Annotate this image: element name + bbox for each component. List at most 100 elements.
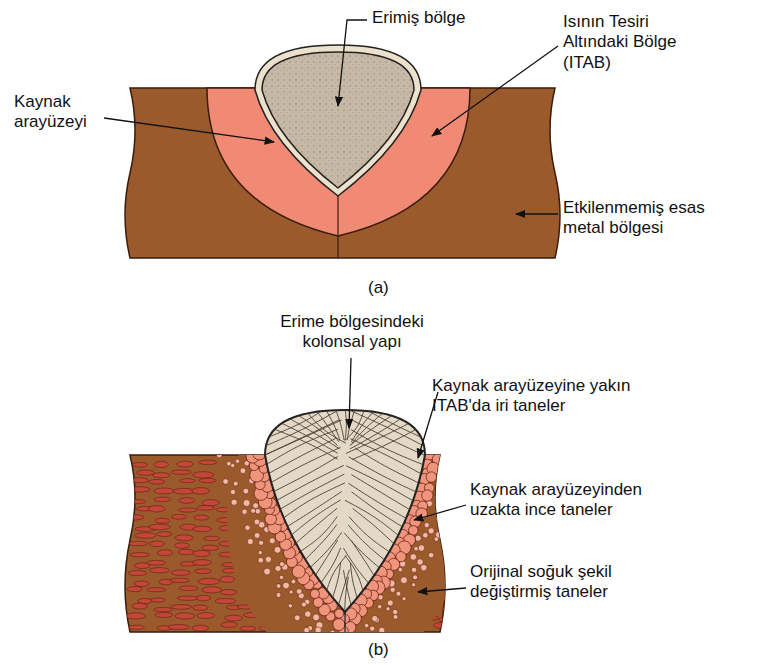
leader-line: [414, 505, 466, 520]
fine-grain: [220, 399, 224, 403]
elongated-grain: [149, 568, 169, 573]
fine-grain: [353, 647, 360, 654]
fine-grain: [344, 658, 349, 663]
coarse-grain: [426, 472, 436, 482]
elongated-grain: [204, 536, 220, 540]
fine-grain: [414, 378, 420, 384]
elongated-grain: [155, 518, 170, 523]
fine-grain: [235, 403, 240, 408]
fine-grain: [419, 390, 425, 396]
coarse-grain: [405, 397, 419, 411]
elongated-grain: [150, 598, 165, 602]
fine-grain: [466, 454, 472, 460]
elongated-grain: [225, 615, 243, 621]
fine-grain: [317, 353, 323, 359]
columnar-grain-boundary: [339, 570, 350, 605]
columnar-grain-boundary: [348, 483, 406, 518]
coarse-grain: [368, 389, 382, 403]
columnar-grain-boundary: [351, 475, 409, 510]
coarse-grain: [284, 394, 297, 407]
elongated-grain: [132, 478, 148, 483]
coarse-grain: [259, 407, 272, 420]
elongated-grain: [178, 549, 194, 554]
coarse-grain: [350, 398, 360, 408]
elongated-grain: [128, 571, 146, 576]
callout-label: Kaynak arayüzeyinden uzakta ince taneler: [470, 480, 660, 521]
fusion-zone: [265, 410, 425, 612]
fine-grain: [413, 575, 418, 580]
fine-grain: [387, 385, 391, 389]
fine-grain: [365, 633, 370, 638]
coarse-grain: [244, 430, 258, 444]
fine-grain: [308, 632, 312, 636]
elongated-grain: [149, 479, 165, 484]
elongated-grain: [154, 607, 173, 611]
coarse-grain: [266, 416, 277, 427]
elongated-grain: [149, 524, 170, 530]
fine-grain: [227, 389, 232, 394]
elongated-grain: [171, 514, 186, 519]
leader-line: [516, 213, 558, 214]
columnar-grain-boundary: [347, 410, 354, 440]
fine-grain: [434, 537, 439, 542]
elongated-grain: [128, 541, 147, 545]
elongated-grain: [193, 526, 212, 531]
fine-grain: [386, 607, 390, 611]
columnar-grain-boundary: [290, 419, 340, 449]
fine-grain: [294, 615, 300, 621]
fine-grain: [341, 368, 347, 374]
fine-grain: [370, 626, 375, 631]
elongated-grain: [154, 488, 174, 494]
fine-grain: [228, 428, 233, 433]
fine-grain: [351, 653, 357, 659]
elongated-grain: [446, 562, 461, 567]
fine-grain: [438, 470, 445, 477]
callout-label: Kaynak arayüzeyine yakın ITAB'da iri tan…: [432, 376, 654, 417]
coarse-grain: [245, 443, 255, 453]
fine-grain: [274, 546, 281, 553]
fine-grain: [330, 648, 335, 653]
fine-grain: [258, 551, 262, 555]
coarse-grain: [380, 392, 391, 403]
coarse-grain: [399, 395, 410, 406]
elongated-grain: [128, 625, 144, 629]
fine-grain: [364, 623, 368, 627]
weld-section-a: [125, 45, 560, 258]
fine-grain: [442, 495, 449, 502]
columnar-grain-boundary: [350, 563, 357, 598]
fine-grain: [357, 662, 361, 665]
fine-grain: [458, 449, 464, 455]
fine-grain: [470, 442, 476, 448]
center-line: [337, 188, 338, 258]
elongated-grain: [128, 487, 150, 492]
leader-line: [104, 118, 274, 142]
coarse-grain: [299, 402, 310, 413]
fine-grain: [410, 554, 416, 560]
fine-grain: [247, 409, 253, 415]
fine-grain: [443, 515, 448, 520]
columnar-grain-boundary: [277, 465, 344, 500]
fine-grain: [242, 370, 249, 377]
fine-grain: [357, 367, 361, 371]
fine-grain: [269, 538, 275, 544]
coarse-grain: [331, 397, 343, 409]
elongated-grain: [130, 553, 149, 557]
panel-letter: (a): [368, 278, 408, 298]
elongated-grain: [179, 498, 195, 504]
coarse-grain: [247, 420, 260, 433]
fine-grain: [428, 528, 434, 534]
elongated-grain: [168, 625, 189, 630]
fine-grain: [242, 509, 247, 514]
fine-grain: [446, 457, 450, 461]
callout-label: Isının Tesiri Altındaki Bölge (ITAB): [563, 12, 713, 73]
fine-grain: [276, 593, 281, 598]
fine-grain: [418, 361, 424, 367]
elongated-grain: [197, 505, 215, 510]
fine-grain: [293, 357, 298, 362]
coarse-grain: [274, 411, 285, 422]
fine-grain: [409, 362, 415, 368]
columnar-grain-boundary: [327, 555, 347, 590]
coarse-grain: [388, 392, 398, 402]
elongated-grain: [201, 545, 218, 550]
fine-grain: [367, 368, 372, 373]
